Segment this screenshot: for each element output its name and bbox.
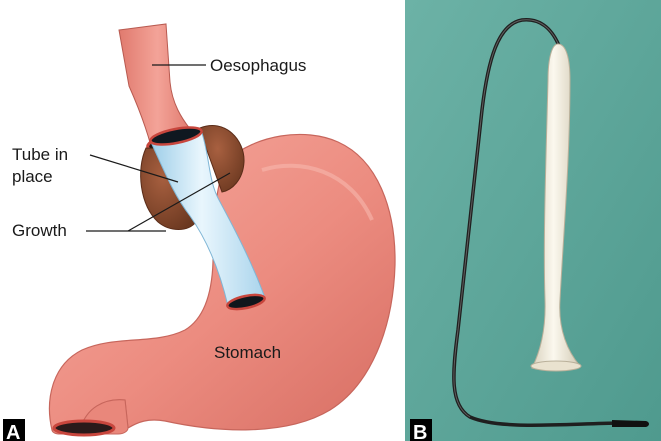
panel-a: Oesophagus Tube in place Growth Stomach … bbox=[0, 0, 405, 441]
tube-label-line2: place bbox=[12, 167, 53, 186]
panel-b: B bbox=[405, 0, 661, 441]
oesophagus-label: Oesophagus bbox=[210, 56, 306, 75]
growth-label: Growth bbox=[12, 221, 67, 240]
guide-wire-tip bbox=[612, 420, 649, 427]
panel-b-letter: B bbox=[413, 422, 427, 441]
tube-label-line1: Tube in bbox=[12, 145, 68, 164]
panel-a-letter: A bbox=[6, 422, 20, 441]
stomach-label: Stomach bbox=[214, 343, 281, 362]
panel-b-background bbox=[405, 0, 661, 441]
plastic-tube-flange bbox=[531, 361, 581, 371]
duodenum-opening bbox=[54, 421, 114, 435]
